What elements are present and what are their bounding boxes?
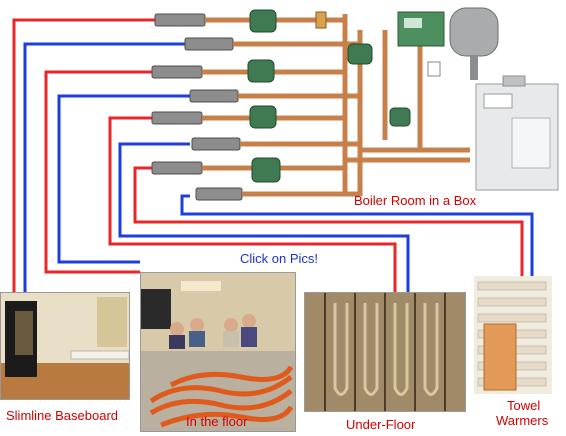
manifold-6 <box>192 138 240 150</box>
towel-warmer-image[interactable] <box>474 276 552 394</box>
in-floor-label[interactable]: In the floor <box>186 414 247 429</box>
manifold-1 <box>155 14 205 26</box>
towel-warmer-illustration <box>474 276 552 394</box>
slimline-baseboard-image[interactable] <box>0 292 130 400</box>
pump-3 <box>250 106 276 128</box>
click-on-pics-hint: Click on Pics! <box>240 251 318 266</box>
control-box-icon <box>398 12 444 46</box>
under-floor-illustration <box>305 293 465 411</box>
boiler-room-image[interactable] <box>0 0 566 205</box>
manifold-7 <box>152 162 202 174</box>
manifold-8 <box>196 188 242 200</box>
manifold-3 <box>152 66 202 78</box>
boiler-icon <box>476 76 558 190</box>
under-floor-image[interactable] <box>304 292 466 412</box>
towel-label-line1[interactable]: Towel <box>507 398 540 413</box>
pump-1 <box>250 10 276 32</box>
valve-fitting <box>428 62 440 76</box>
boiler-room-label[interactable]: Boiler Room in a Box <box>354 193 476 208</box>
slimline-baseboard-label[interactable]: Slimline Baseboard <box>6 408 118 423</box>
in-floor-illustration <box>141 273 295 431</box>
manifold-5 <box>152 112 202 124</box>
in-floor-image[interactable] <box>140 272 296 432</box>
manifold-group <box>152 14 242 200</box>
pump-4 <box>252 158 280 182</box>
under-floor-label[interactable]: Under-Floor <box>346 417 415 432</box>
towel-label-line2[interactable]: Warmers <box>496 413 548 428</box>
valve-fitting <box>316 12 326 28</box>
expansion-tank-icon <box>450 8 498 80</box>
manifold-4 <box>190 90 238 102</box>
pump-2 <box>248 60 274 82</box>
manifold-2 <box>185 38 233 50</box>
pump-6 <box>390 108 410 126</box>
pump-5 <box>348 44 372 64</box>
slimline-baseboard-illustration <box>1 293 129 399</box>
control-box-panel <box>404 18 422 28</box>
